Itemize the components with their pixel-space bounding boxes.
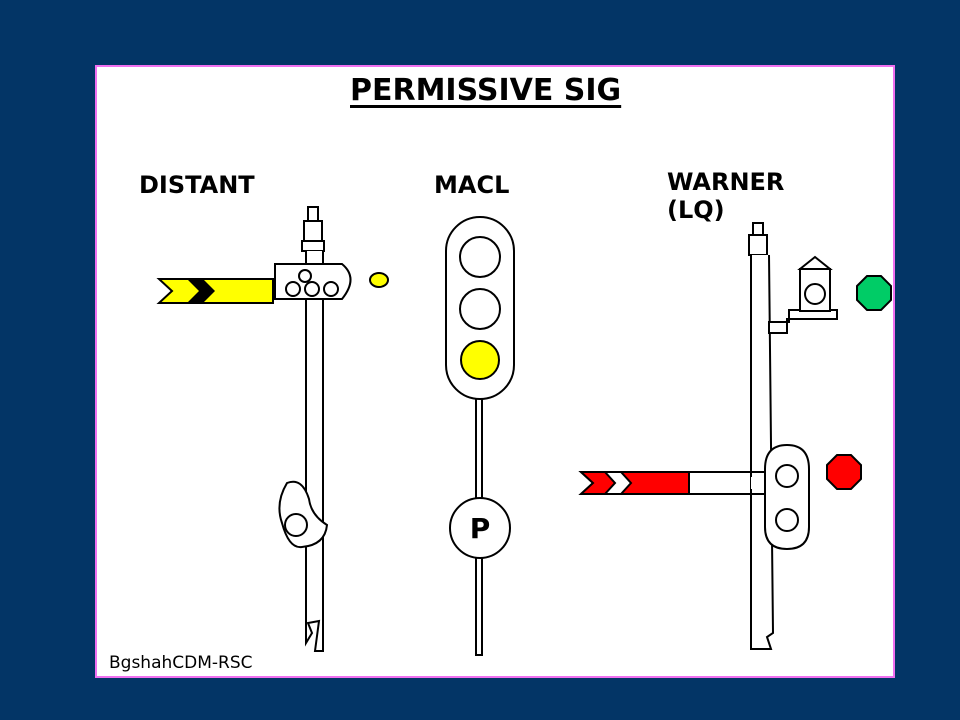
diagram-title: PERMISSIVE SIG [350, 73, 622, 108]
warner-arm [578, 471, 690, 495]
macl-aspect-yellow [460, 340, 500, 380]
signals-diagram: P [156, 206, 892, 656]
macl-p-label: P [470, 512, 491, 545]
warner-label-line2: (LQ) [667, 196, 725, 224]
warner-spectacle [764, 443, 810, 551]
warner-finial [752, 222, 764, 236]
distant-indicator-lamp [369, 272, 389, 288]
macl-label: MACL [434, 171, 510, 199]
credit-text: BgshahCDM-RSC [109, 653, 253, 673]
warner-signal [578, 222, 892, 650]
warner-post [750, 254, 775, 650]
warner-lamp-indicator [856, 275, 892, 311]
distant-post [305, 251, 324, 652]
macl-signal [445, 216, 515, 656]
warner-indicator-lamp [826, 454, 862, 490]
distant-finial [307, 206, 319, 222]
distant-signal [156, 206, 389, 652]
warner-label-line1: WARNER [667, 168, 785, 196]
warner-label: WARNER (LQ) [667, 168, 784, 224]
macl-p-marker [449, 497, 511, 559]
diagram-panel: P PERMISSIVE SIG DISTANT MACL WARNER (LQ… [95, 65, 895, 678]
warner-lamp-bracket [768, 309, 838, 334]
macl-aspect-top [459, 236, 501, 278]
distant-label: DISTANT [139, 171, 255, 199]
distant-arm [156, 278, 274, 304]
macl-aspect-middle [459, 288, 501, 330]
